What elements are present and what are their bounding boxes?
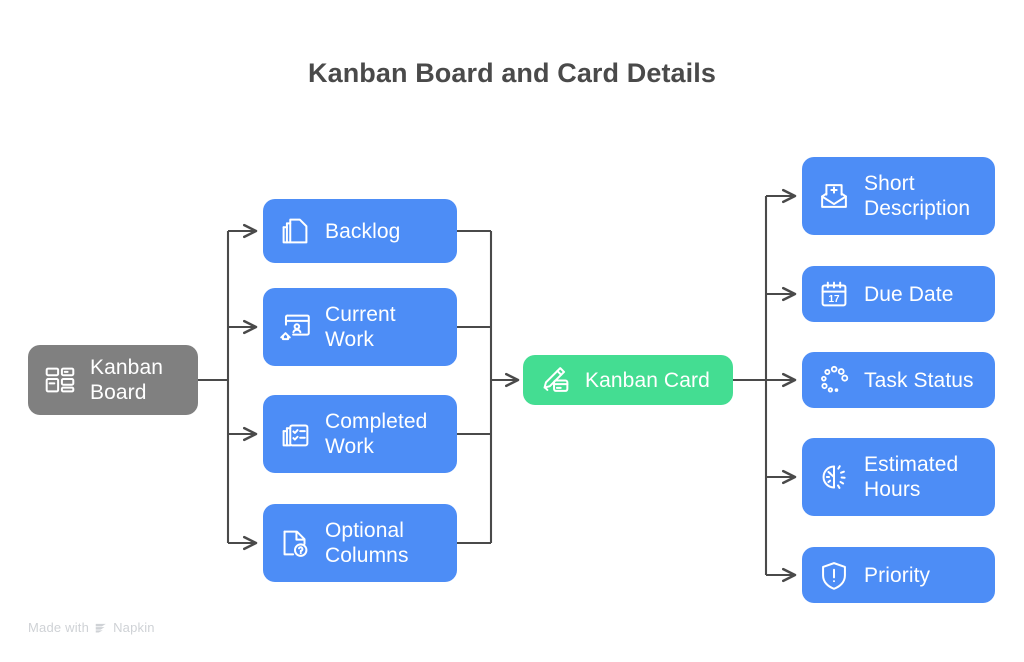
page-title: Kanban Board and Card Details: [308, 58, 716, 88]
node-optional-columns[interactable]: Optional Columns: [263, 504, 457, 582]
node-label: Backlog: [325, 219, 401, 243]
calendar-17-icon: 17: [821, 281, 847, 307]
node-label: Kanban Board: [90, 356, 164, 404]
document-question-icon: [283, 530, 308, 557]
node-completed-work[interactable]: Completed Work: [263, 395, 457, 473]
shield-alert-icon: [822, 562, 846, 590]
node-priority[interactable]: Priority: [802, 547, 995, 603]
board-person-icon: [280, 314, 310, 341]
node-label: Completed Work: [325, 410, 428, 458]
pencil-card-icon: [543, 367, 569, 392]
node-estimated-hours[interactable]: Estimated Hours: [802, 438, 995, 516]
node-backlog[interactable]: Backlog: [263, 199, 457, 263]
node-label: Kanban Card: [585, 368, 710, 392]
kanban-grid-icon: [45, 367, 75, 393]
node-label: Due Date: [864, 282, 954, 306]
node-kanban-card[interactable]: Kanban Card: [523, 355, 733, 405]
node-label: Priority: [864, 563, 931, 587]
node-task-status[interactable]: Task Status: [802, 352, 995, 408]
half-clock-icon: [822, 465, 846, 489]
watermark-brand: Napkin: [113, 620, 155, 635]
calendar-day-number: 17: [828, 294, 840, 305]
node-label: Task Status: [864, 368, 974, 392]
node-kanban-board[interactable]: Kanban Board: [28, 345, 198, 415]
node-current-work[interactable]: Current Work: [263, 288, 457, 366]
node-label: Optional Columns: [325, 519, 409, 567]
checklist-stack-icon: [282, 424, 309, 447]
node-label: Estimated Hours: [864, 453, 959, 501]
node-short-description[interactable]: Short Description: [802, 157, 995, 235]
stacked-documents-icon: [282, 218, 308, 244]
dots-spinner-icon: [821, 365, 849, 393]
watermark-prefix: Made with: [28, 620, 90, 635]
napkin-logo-icon: [95, 623, 106, 633]
node-due-date[interactable]: 17 Due Date: [802, 266, 995, 322]
node-label: Short Description: [864, 172, 971, 220]
envelope-plus-icon: [821, 184, 847, 208]
node-label: Current Work: [325, 303, 396, 351]
watermark: Made with Napkin: [28, 620, 155, 635]
